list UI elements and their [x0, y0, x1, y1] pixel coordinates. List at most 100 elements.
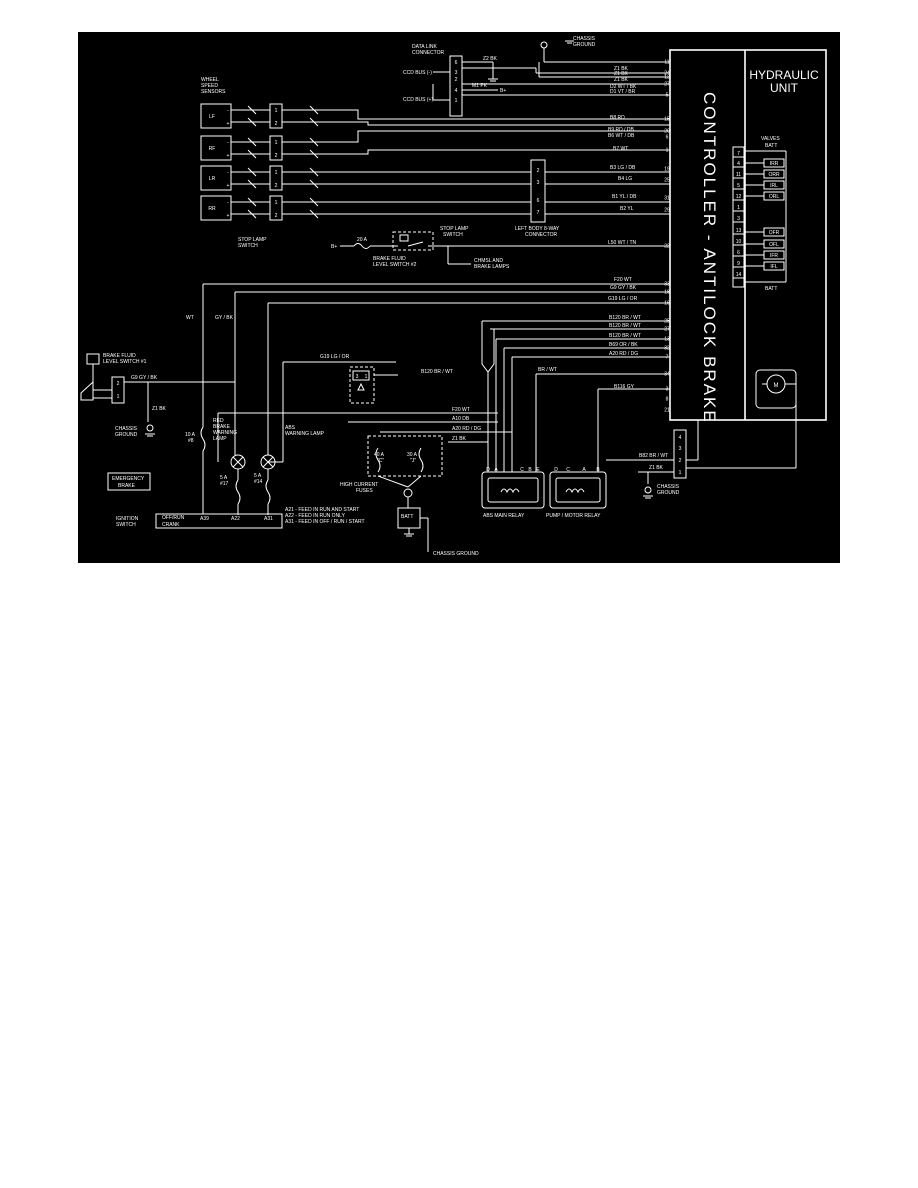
svg-text:"C": "C" — [377, 458, 384, 464]
svg-text:B7 WT: B7 WT — [613, 146, 628, 152]
valve-coil — [763, 239, 785, 249]
svg-text:L50 WT / TN: L50 WT / TN — [608, 240, 637, 246]
svg-text:A20 RD / DG: A20 RD / DG — [452, 426, 481, 432]
svg-text:BRAKE FLUID: BRAKE FLUID — [103, 353, 136, 359]
wheel-speed-sensor-rf: RF-+12 — [200, 130, 670, 161]
sensor-connector-pin: 2 — [275, 213, 278, 219]
sensor-connector-pin: 1 — [275, 108, 278, 114]
svg-text:B8 RD: B8 RD — [610, 115, 625, 121]
sensor-pin: - — [227, 200, 229, 206]
svg-text:CHASSIS: CHASSIS — [115, 426, 138, 432]
svg-text:B3 LG / DB: B3 LG / DB — [610, 165, 636, 171]
svg-text:B116 GY: B116 GY — [614, 384, 635, 390]
high-current-fuses: 40 A "C" 30 A "J" HIGH CURRENT FUSES BAT… — [340, 435, 479, 557]
right-connector-pin: 3 — [679, 446, 682, 452]
svg-text:#14: #14 — [254, 479, 263, 485]
svg-text:"J": "J" — [410, 458, 416, 464]
svg-text:F20 WT: F20 WT — [614, 277, 632, 283]
svg-text:Z1 BK: Z1 BK — [152, 406, 167, 412]
valve-label: IRR — [770, 161, 779, 167]
sensor-pin: - — [227, 108, 229, 114]
fuse-icon — [353, 243, 371, 249]
controller-pin: 21 — [664, 408, 670, 414]
svg-text:A31 - FEED IN OFF / RUN / STAR: A31 - FEED IN OFF / RUN / START — [285, 519, 365, 525]
svg-text:PUMP / MOTOR RELAY: PUMP / MOTOR RELAY — [546, 513, 601, 519]
left-body-pin: 6 — [537, 198, 540, 204]
svg-text:Z1 BK: Z1 BK — [614, 71, 629, 77]
svg-text:A10 DB: A10 DB — [452, 416, 470, 422]
svg-text:Z1 BK: Z1 BK — [649, 465, 664, 471]
ground-icon — [540, 41, 548, 49]
antilock-brake-controller: CONTROLLER - ANTILOCK BRAKE 112412275152… — [664, 49, 827, 424]
valve-pin: 1 — [737, 205, 740, 211]
valve-coil — [763, 261, 785, 271]
emergency-brake: EMERGENCY BRAKE — [107, 472, 151, 491]
controller-pin: 31 — [664, 196, 670, 202]
svg-text:A39: A39 — [200, 516, 209, 522]
ignition-switch-box — [155, 513, 283, 529]
svg-text:Z1 BK: Z1 BK — [614, 66, 629, 72]
svg-text:5 A: 5 A — [220, 475, 228, 481]
svg-text:1: 1 — [117, 394, 120, 400]
valves-label: VALVES — [761, 136, 780, 142]
data-link-pin: 2 — [455, 77, 458, 83]
ground-icon — [644, 486, 652, 494]
svg-text:DATA LINK: DATA LINK — [412, 44, 437, 50]
svg-text:CHASSIS: CHASSIS — [657, 484, 680, 490]
svg-text:G9 GY / BK: G9 GY / BK — [131, 375, 158, 381]
wheel-speed-sensor-rr: RR-+12 — [200, 195, 670, 221]
valve-label: IFL — [770, 264, 777, 270]
svg-text:EMERGENCY: EMERGENCY — [112, 476, 145, 482]
stop-lamp-switch: STOP LAMP SWITCH B+ 20 A STOP LAMP SWITC… — [238, 226, 670, 270]
pump-relay-pin: D — [554, 467, 558, 473]
svg-text:WARNING: WARNING — [213, 430, 237, 436]
svg-text:BRAKE FLUID: BRAKE FLUID — [373, 256, 406, 262]
fuse-icon — [200, 426, 206, 452]
sensor-connector — [269, 195, 283, 221]
svg-text:CONNECTOR: CONNECTOR — [412, 50, 445, 56]
svg-text:SWITCH: SWITCH — [238, 243, 258, 249]
svg-text:BRAKE: BRAKE — [118, 483, 136, 489]
controller-pins: 1124122751520611925312922331816252713327… — [664, 60, 670, 414]
svg-text:OFF/RUN: OFF/RUN — [162, 515, 185, 521]
svg-text:GY / BK: GY / BK — [215, 315, 234, 321]
valve-pin: 10 — [736, 239, 742, 245]
controller-pin: 6 — [666, 135, 669, 141]
svg-text:1: 1 — [365, 374, 368, 380]
main-relay-pin: E — [536, 467, 540, 473]
svg-text:#8: #8 — [188, 438, 194, 444]
valve-label: IRL — [770, 183, 778, 189]
svg-text:B+: B+ — [331, 244, 337, 250]
svg-text:BATT: BATT — [401, 514, 413, 520]
svg-text:WT: WT — [186, 315, 194, 321]
valve-pin: 11 — [736, 172, 741, 178]
svg-text:A21 - FEED IN RUN AND START: A21 - FEED IN RUN AND START — [285, 507, 359, 513]
fuse-icon — [375, 447, 381, 473]
fuse-icon — [235, 479, 241, 505]
batt-label-top: BATT — [765, 143, 777, 149]
wheel-speed-sensor-lr: LR-+12 — [200, 165, 670, 191]
sensor-connector-pin: 2 — [275, 121, 278, 127]
data-link-pin: 4 — [455, 88, 458, 94]
controller-pin: 25 — [664, 178, 670, 184]
data-link-pin: 1 — [455, 98, 458, 104]
svg-text:CRANK: CRANK — [162, 522, 180, 528]
fuse-icon — [418, 447, 424, 473]
svg-text:B6 WT / DB: B6 WT / DB — [608, 133, 635, 139]
sensor-pin: + — [227, 183, 230, 189]
svg-text:M1 PK: M1 PK — [472, 83, 488, 89]
svg-text:ABS: ABS — [285, 425, 296, 431]
svg-text:F20 WT: F20 WT — [452, 407, 470, 413]
emergency-brake-switch — [107, 472, 151, 491]
svg-text:Z1 BK: Z1 BK — [452, 436, 467, 442]
svg-text:B4 LG: B4 LG — [618, 176, 632, 182]
svg-text:B120 BR / WT: B120 BR / WT — [421, 369, 453, 375]
svg-text:SWITCH: SWITCH — [443, 232, 463, 238]
svg-text:HIGH CURRENT: HIGH CURRENT — [340, 482, 378, 488]
svg-text:CONNECTOR: CONNECTOR — [525, 232, 558, 238]
